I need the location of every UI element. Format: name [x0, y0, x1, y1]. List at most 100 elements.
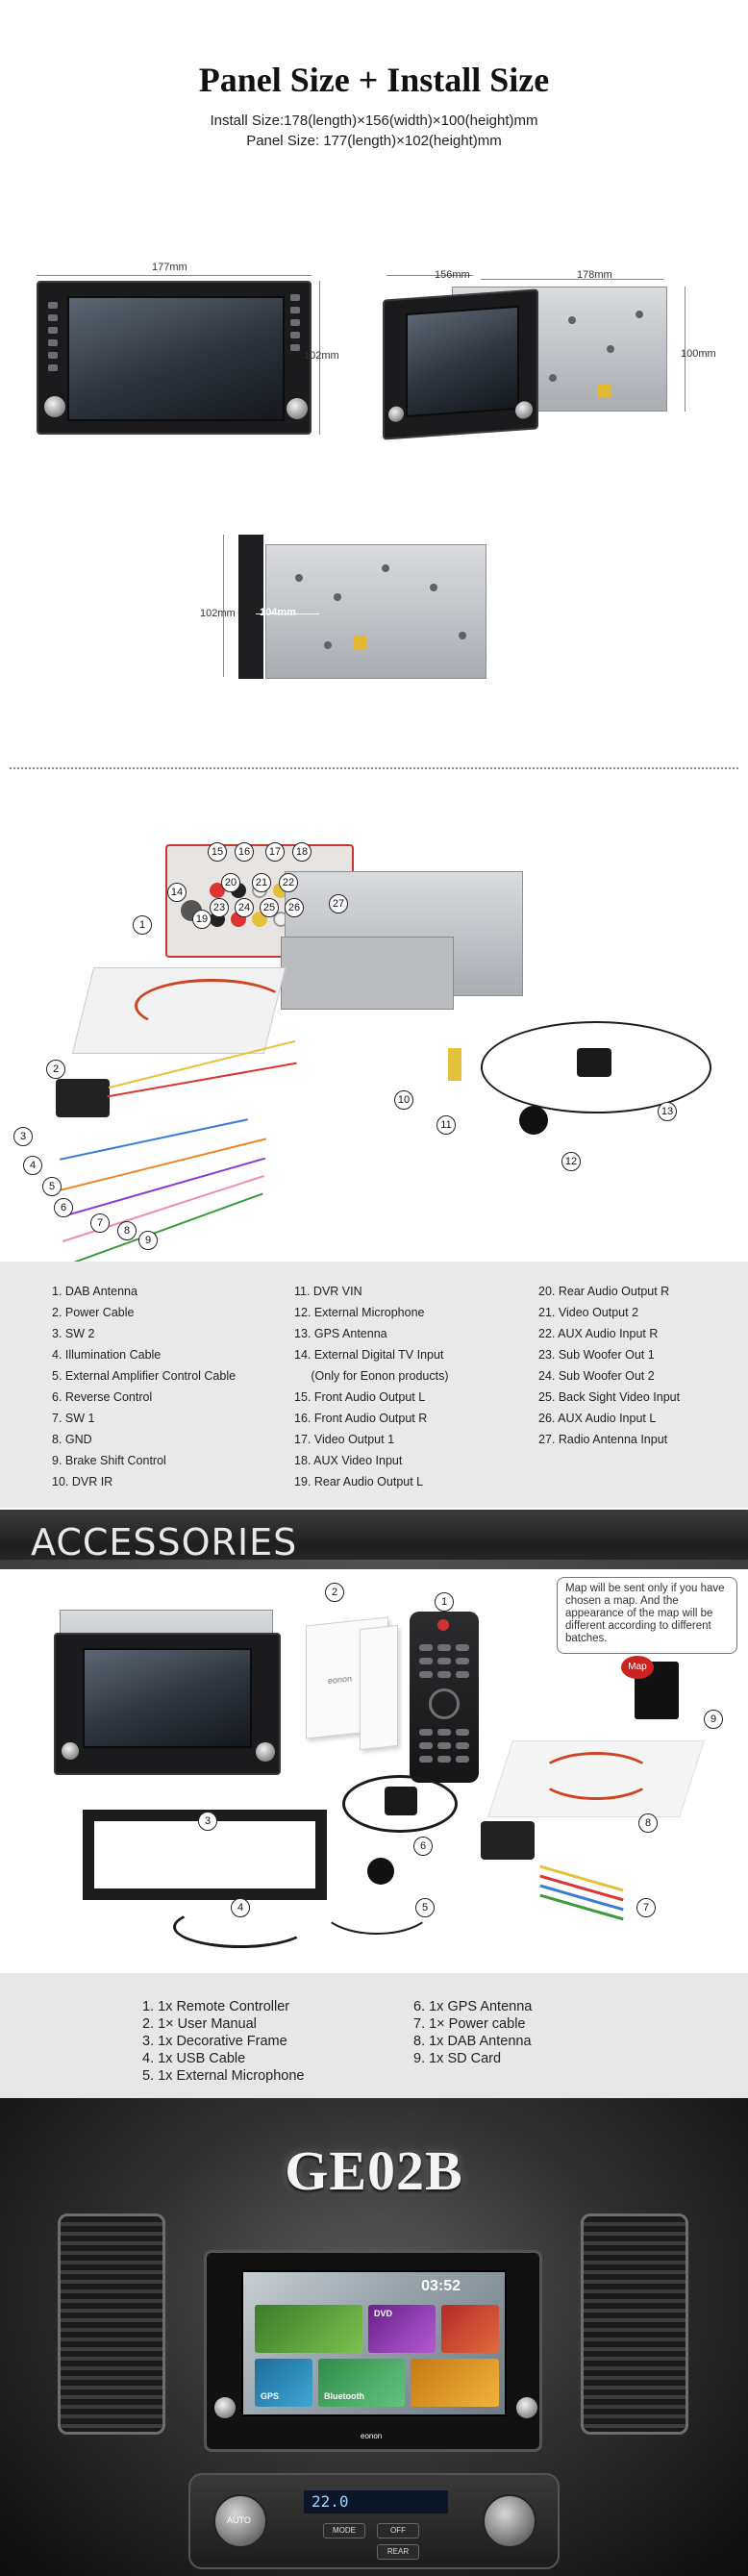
dvd-tile[interactable]: DVD	[368, 2305, 436, 2353]
acc-head-unit	[54, 1633, 281, 1775]
callout-18: 18	[292, 842, 312, 862]
radio-tile[interactable]	[441, 2305, 499, 2353]
callout-26: 26	[285, 898, 304, 917]
nav-tile[interactable]	[255, 2305, 362, 2353]
mode-button[interactable]: MODE	[323, 2523, 365, 2538]
front-view-unit	[37, 281, 312, 435]
front-left-knob	[44, 396, 65, 417]
acc-callout-5: 5	[415, 1898, 435, 1917]
callout-13: 13	[658, 1102, 677, 1121]
accessory-item: 6. 1x GPS Antenna	[413, 1999, 533, 2014]
back-width-label: 104mm	[260, 607, 296, 618]
right-climate-knob[interactable]	[483, 2494, 536, 2548]
remote-power-button	[437, 1619, 449, 1631]
acc-callout-4: 4	[231, 1898, 250, 1917]
legend-item: 14. External Digital TV Input	[294, 1348, 444, 1362]
dash-brand: eonon	[361, 2432, 383, 2440]
acc-callout-8: 8	[638, 1813, 658, 1833]
callout-25: 25	[260, 898, 279, 917]
gps-antenna-acc	[385, 1787, 417, 1815]
side-height-line	[685, 287, 686, 412]
dotted-separator	[10, 767, 738, 769]
rca-yellow	[448, 1048, 461, 1081]
accessories-column-1: 1. 1x Remote Controller 2. 1× User Manua…	[142, 1998, 304, 2085]
size-section: Panel Size + Install Size Install Size:1…	[0, 0, 748, 760]
legend-item: 20. Rear Audio Output R	[538, 1285, 670, 1298]
accessories-column-2: 6. 1x GPS Antenna 7. 1× Power cable 8. 1…	[413, 1998, 532, 2067]
callout-22: 22	[279, 873, 298, 892]
gps-cable	[481, 1021, 711, 1113]
dash-screen: 03:52 DVD GPS Bluetooth	[241, 2270, 507, 2416]
side-width-line	[481, 279, 663, 280]
legend-item: 3. SW 2	[52, 1327, 95, 1340]
wiring-section: 1 2 3 4 5 6 7 8 9 10 11 12 13 14 15 16 1…	[0, 817, 748, 1267]
legend-item: 24. Sub Woofer Out 2	[538, 1369, 655, 1383]
callout-4: 4	[23, 1156, 42, 1175]
callout-10: 10	[394, 1090, 413, 1110]
accessory-item: 9. 1x SD Card	[413, 2051, 502, 2066]
legend-item: 4. Illumination Cable	[52, 1348, 162, 1362]
accessory-item: 5. 1x External Microphone	[142, 2068, 305, 2084]
accessories-title: ACCESSORIES	[31, 1521, 298, 1563]
left-climate-knob[interactable]	[213, 2494, 267, 2548]
accessory-item: 7. 1× Power cable	[413, 2016, 526, 2032]
legend-item: 9. Brake Shift Control	[52, 1454, 166, 1467]
acc-callout-9: 9	[704, 1710, 723, 1729]
manual-back	[360, 1624, 398, 1751]
power-cable-plug	[481, 1821, 535, 1860]
dash-head-unit: 03:52 DVD GPS Bluetooth eonon	[204, 2250, 542, 2452]
legend-item: 8. GND	[52, 1433, 92, 1446]
legend-item: 1. DAB Antenna	[52, 1285, 137, 1298]
legend-column-1: 1. DAB Antenna 2. Power Cable 3. SW 2 4.…	[52, 1281, 236, 1492]
legend-item: 15. Front Audio Output L	[294, 1390, 426, 1404]
callout-15: 15	[208, 842, 227, 862]
remote-dpad	[429, 1688, 460, 1719]
bluetooth-tile[interactable]: Bluetooth	[318, 2359, 405, 2407]
callout-16: 16	[235, 842, 254, 862]
gps-cable-acc	[342, 1775, 458, 1833]
gps-tile[interactable]: GPS	[255, 2359, 312, 2407]
accessory-item: 8. 1x DAB Antenna	[413, 2034, 532, 2049]
accessory-item: 3. 1x Decorative Frame	[142, 2034, 287, 2049]
dab-wire	[135, 979, 288, 1033]
front-width-label: 177mm	[152, 262, 187, 273]
callout-6: 6	[54, 1198, 73, 1217]
side-width-label: 178mm	[577, 269, 612, 281]
rear-button[interactable]: REAR	[377, 2544, 419, 2560]
legend-item: 26. AUX Audio Input L	[538, 1412, 657, 1425]
callout-19: 19	[192, 910, 212, 929]
callout-24: 24	[235, 898, 254, 917]
callout-27: 27	[329, 894, 348, 913]
legend-item: 6. Reverse Control	[52, 1390, 153, 1404]
microphone	[519, 1106, 548, 1135]
dash-right-knob	[516, 2397, 537, 2418]
front-height-line	[319, 281, 320, 435]
legend-column-2: 11. DVR VIN 12. External Microphone 13. …	[294, 1281, 449, 1492]
banner-decoration	[0, 1560, 748, 1569]
callout-9: 9	[138, 1231, 158, 1250]
callout-20: 20	[221, 873, 240, 892]
back-sticker	[353, 636, 366, 649]
front-right-buttons	[290, 294, 300, 351]
wire-blue	[59, 1118, 249, 1161]
rear-panel	[281, 937, 454, 1010]
accessory-item: 2. 1× User Manual	[142, 2016, 257, 2032]
off-button[interactable]: OFF	[377, 2523, 419, 2538]
temp-display: 22.0	[304, 2490, 448, 2513]
callout-3: 3	[13, 1127, 33, 1146]
side-height-label: 100mm	[681, 348, 716, 360]
install-size-text: Install Size:178(length)×156(width)×100(…	[210, 113, 538, 129]
callout-23: 23	[210, 898, 229, 917]
dvd-label: DVD	[374, 2309, 393, 2318]
back-height-line	[223, 535, 224, 677]
dab-antenna-wire	[538, 1752, 654, 1800]
legend-item: 5. External Amplifier Control Cable	[52, 1369, 237, 1383]
gps-label: GPS	[261, 2391, 280, 2401]
right-vent	[581, 2213, 688, 2435]
media-tile[interactable]	[411, 2359, 499, 2407]
side-sticker	[597, 384, 611, 397]
callout-8: 8	[117, 1221, 137, 1240]
callout-1: 1	[133, 915, 152, 935]
accessory-item: 4. 1x USB Cable	[142, 2051, 246, 2066]
legend-item: 23. Sub Woofer Out 1	[538, 1348, 655, 1362]
